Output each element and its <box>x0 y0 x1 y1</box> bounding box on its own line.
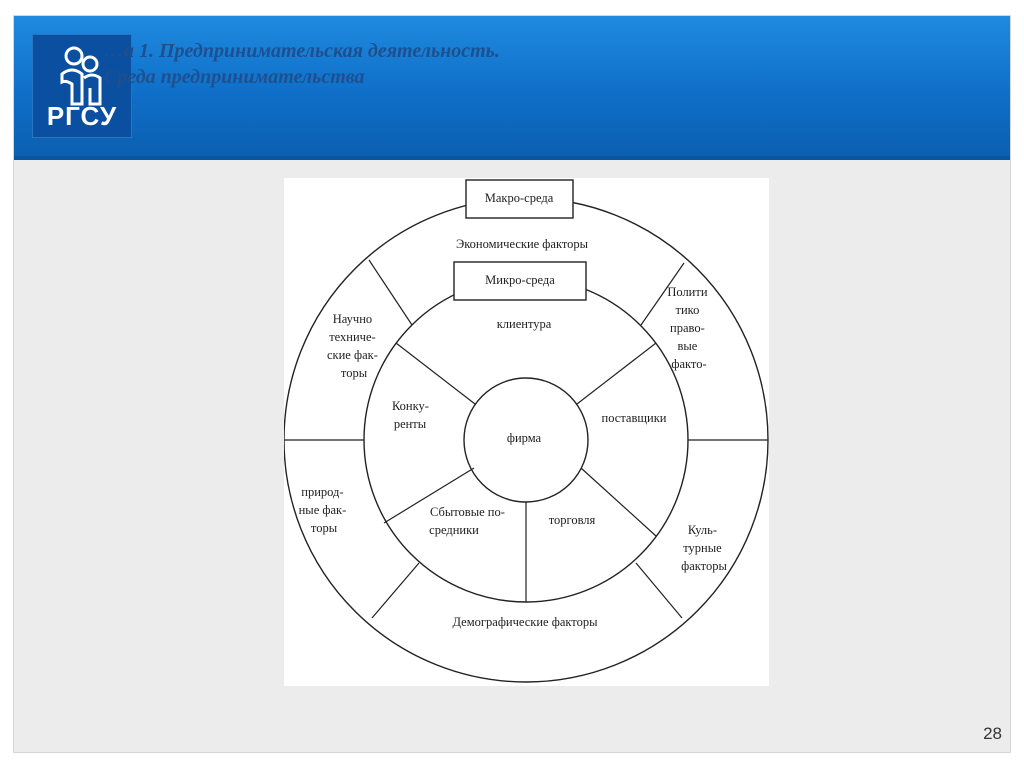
suppliers-label: поставщики <box>602 411 667 425</box>
environment-diagram: Макро-среда Микро-среда Экономические фа… <box>283 178 769 686</box>
slide: РГСУ …а 1. Предпринимательская деятельно… <box>14 16 1010 752</box>
natural-line-3: торы <box>311 521 338 535</box>
logo-text: РГСУ <box>46 101 118 131</box>
diagram-svg: Макро-среда Микро-среда Экономические фа… <box>283 179 769 683</box>
slide-title: …а 1. Предпринимательская деятельность. … <box>104 38 804 90</box>
inner-divider-2 <box>576 342 657 405</box>
slide-header: РГСУ …а 1. Предпринимательская деятельно… <box>14 16 1010 160</box>
page-number: 28 <box>983 724 1002 743</box>
cultural-line-1: Куль- <box>688 523 717 537</box>
slide-title-line-1: …а 1. Предпринимательская деятельность. <box>104 40 500 62</box>
trade-label: торговля <box>549 513 596 527</box>
macro-box <box>465 179 574 219</box>
micro-box <box>453 261 587 301</box>
outer-divider-2 <box>640 262 685 326</box>
competitors-line-2: ренты <box>394 417 427 431</box>
micro-label: Микро-среда <box>485 273 555 287</box>
economic-factors-label: Экономические факторы <box>456 237 589 251</box>
intermediaries-label: Сбытовые по- средники <box>429 505 508 537</box>
rgsu-emblem-icon <box>60 46 102 106</box>
firm-label: фирма <box>507 431 542 445</box>
political-factors-label: Полити тико правo- вые факто- <box>667 285 710 371</box>
competitors-line-1: Конку- <box>392 399 429 413</box>
political-line-5: факто- <box>671 357 706 371</box>
political-line-2: тико <box>676 303 700 317</box>
macro-label: Макро-среда <box>485 191 554 205</box>
demographic-factors-label: Демографические факторы <box>453 615 599 629</box>
scientific-factors-label: Научно техниче- ские фак- торы <box>327 312 381 380</box>
political-line-1: Полити <box>667 285 708 299</box>
competitors-label: Конку- ренты <box>392 399 432 431</box>
outer-divider-1 <box>368 259 413 326</box>
inner-divider-3 <box>580 467 657 537</box>
natural-line-2: ные фак- <box>299 503 347 517</box>
logo: РГСУ <box>32 34 132 138</box>
outer-divider-6 <box>635 562 683 619</box>
slide-title-line-2: Среда предпринимательства <box>104 66 365 88</box>
intermediaries-line-2: средники <box>429 523 479 537</box>
outer-divider-5 <box>371 562 420 619</box>
scientific-line-3: ские фак- <box>327 348 378 362</box>
natural-factors-label: природ- ные фак- торы <box>299 485 350 535</box>
cultural-line-3: факторы <box>681 559 727 573</box>
cultural-factors-label: Куль- турные факторы <box>681 523 727 573</box>
political-line-3: правo- <box>670 321 705 335</box>
clients-label: клиентура <box>497 317 552 331</box>
natural-line-1: природ- <box>301 485 343 499</box>
cultural-line-2: турные <box>683 541 722 555</box>
intermediaries-line-1: Сбытовые по- <box>430 505 505 519</box>
inner-divider-1 <box>395 342 476 405</box>
political-line-4: вые <box>678 339 698 353</box>
inner-divider-4 <box>383 467 475 524</box>
scientific-line-4: торы <box>341 366 368 380</box>
scientific-line-2: техниче- <box>329 330 375 344</box>
scientific-line-1: Научно <box>333 312 372 326</box>
